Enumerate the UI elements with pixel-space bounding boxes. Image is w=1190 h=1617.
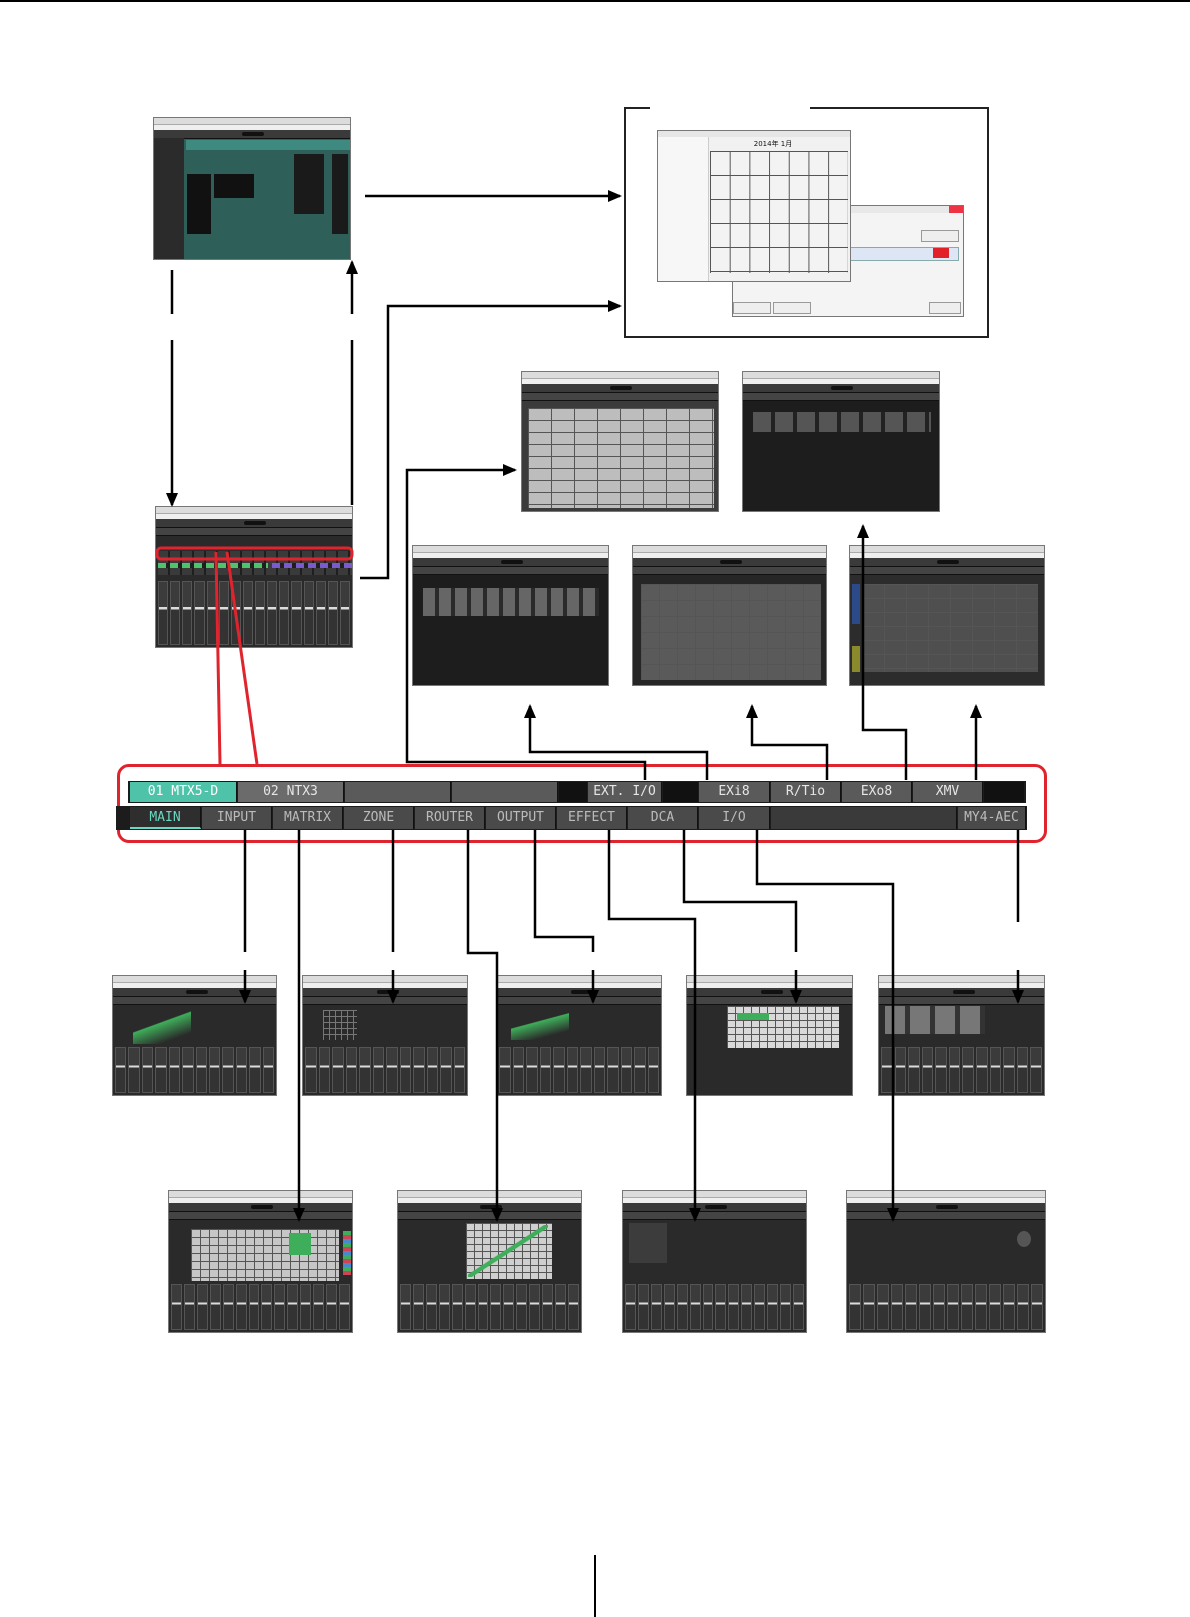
my4-aec-window-thumbnail[interactable]	[878, 975, 1045, 1096]
dca-window-thumbnail[interactable]	[686, 975, 853, 1096]
screen-tab-router[interactable]: ROUTER	[415, 807, 485, 829]
device-tab-mtx5-d[interactable]: 01 MTX5-D	[130, 782, 237, 802]
device-tab-empty-3[interactable]	[559, 782, 587, 802]
device-tab-xmv[interactable]: XMV	[913, 782, 983, 802]
effect-window-thumbnail[interactable]	[622, 1190, 807, 1333]
screen-tab-input[interactable]: INPUT	[202, 807, 272, 829]
device-tab-exi8[interactable]: EXi8	[699, 782, 770, 802]
output-window-thumbnail[interactable]	[496, 975, 662, 1096]
ext-io-window-thumbnail[interactable]	[412, 545, 609, 686]
input-window-thumbnail[interactable]	[112, 975, 277, 1096]
device-tab-ntx3[interactable]: 02 NTX3	[238, 782, 344, 802]
screen-tab-main[interactable]: MAIN	[130, 807, 201, 829]
exi8-window-thumbnail[interactable]	[632, 545, 827, 686]
screen-tab-dca[interactable]: DCA	[628, 807, 698, 829]
router-window-thumbnail[interactable]	[521, 371, 719, 512]
zone-window-thumbnail[interactable]	[302, 975, 468, 1096]
screen-tab-zone[interactable]: ZONE	[344, 807, 414, 829]
screen-tab-io[interactable]: I/O	[699, 807, 770, 829]
scheduler-month-title: 2014年 1月	[753, 140, 793, 148]
main-window-thumbnail[interactable]	[155, 506, 353, 648]
xmv-window-thumbnail[interactable]	[849, 545, 1045, 686]
router-grid-window-thumbnail[interactable]	[397, 1190, 582, 1333]
screen-tab-effect[interactable]: EFFECT	[557, 807, 627, 829]
device-tab-empty-1[interactable]	[345, 782, 451, 802]
project-window-thumbnail[interactable]	[153, 117, 351, 260]
device-tab-empty-5[interactable]	[984, 782, 1024, 802]
calendar-grid	[710, 151, 848, 273]
tab-bar-highlight-frame	[117, 764, 1047, 843]
screen-tab-matrix[interactable]: MATRIX	[273, 807, 343, 829]
device-tab-empty-4[interactable]	[663, 782, 698, 802]
device-tab-rtio[interactable]: R/Tio	[771, 782, 841, 802]
io-window-thumbnail[interactable]	[846, 1190, 1046, 1333]
exo8-window-thumbnail[interactable]	[742, 371, 940, 512]
matrix-window-thumbnail[interactable]	[168, 1190, 353, 1333]
screen-tab-my4-aec[interactable]: MY4-AEC	[958, 807, 1026, 829]
device-tab-ext-io[interactable]: EXT. I/O	[588, 782, 662, 802]
page-top-rule	[0, 0, 1190, 2]
screen-tab-output[interactable]: OUTPUT	[486, 807, 556, 829]
device-tab-empty-2[interactable]	[452, 782, 558, 802]
frame-gap	[650, 104, 810, 110]
screen-tab-empty	[771, 807, 957, 829]
device-tab-exo8[interactable]: EXo8	[842, 782, 912, 802]
scheduler-thumbnail[interactable]: 2014年 1月	[657, 130, 851, 282]
